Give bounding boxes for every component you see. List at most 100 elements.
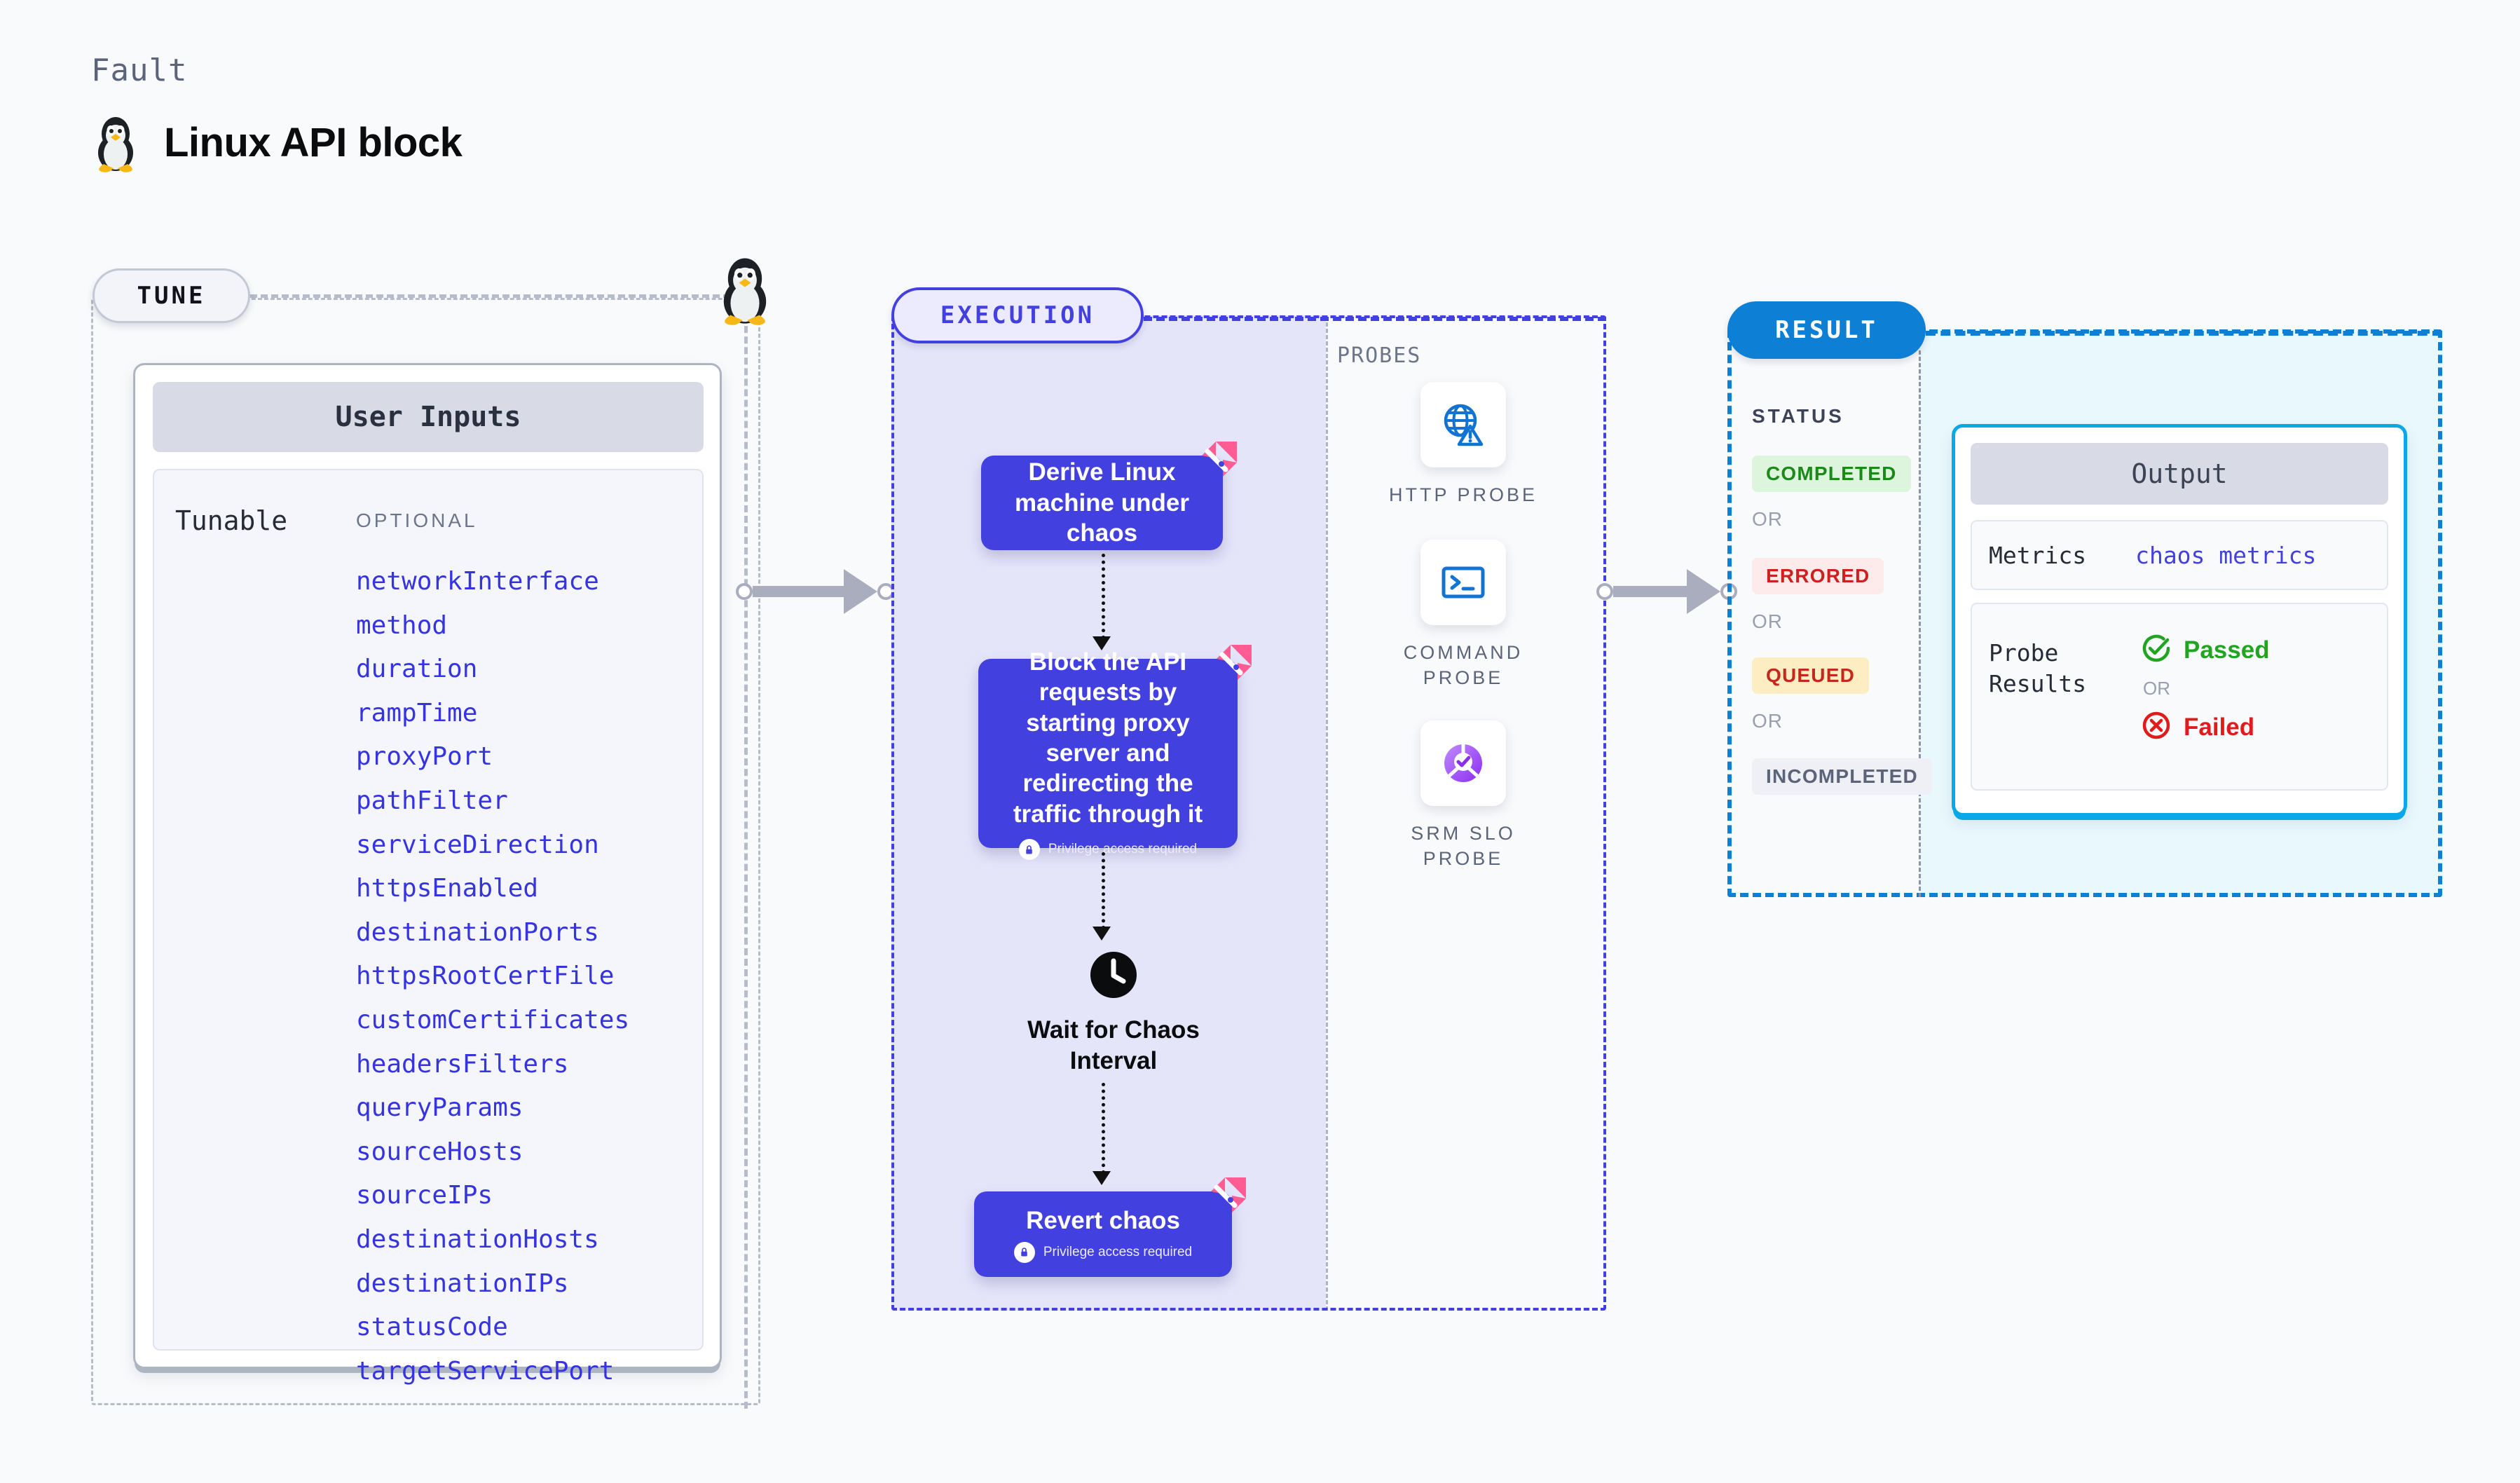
probe-label: COMMAND PROBE xyxy=(1403,642,1523,688)
connector-execution-to-result xyxy=(1596,569,1737,614)
result-chip[interactable]: RESULT xyxy=(1727,301,1926,359)
probe-srm-slo[interactable]: SRM SLO PROBE xyxy=(1379,720,1547,871)
privilege-badge: Privilege access required xyxy=(1018,839,1198,861)
tune-top-dashed-line xyxy=(250,294,741,298)
connector-bar xyxy=(1613,586,1687,597)
tunable-label: Tunable xyxy=(175,505,288,536)
slo-donut-check-icon xyxy=(1420,720,1506,806)
metrics-value[interactable]: chaos metrics xyxy=(2135,541,2317,569)
probe-result-or: OR xyxy=(2143,678,2170,699)
tunable-item[interactable]: destinationIPs xyxy=(356,1269,569,1298)
status-label: STATUS xyxy=(1752,405,1844,427)
user-inputs-card: User Inputs Tunable OPTIONAL networkInte… xyxy=(133,363,722,1386)
result-top-dashed-line xyxy=(1926,331,2442,336)
tunable-item[interactable]: queryParams xyxy=(356,1093,523,1123)
optional-column-label: OPTIONAL xyxy=(356,510,478,531)
metrics-row: Metrics chaos metrics xyxy=(1971,520,2388,590)
connector-start-dot xyxy=(736,583,753,600)
connector-start-dot xyxy=(1596,583,1613,600)
status-badge-completed: COMPLETED xyxy=(1752,456,1911,492)
tunable-item[interactable]: destinationHosts xyxy=(356,1224,599,1254)
status-or-3: OR xyxy=(1752,710,1783,732)
tune-region xyxy=(91,298,760,1405)
flow-arrow-1 xyxy=(1093,636,1111,650)
tunable-item[interactable]: headersFilters xyxy=(356,1049,569,1079)
harness-mark-icon xyxy=(1212,641,1256,684)
probes-panel xyxy=(1326,322,1606,1311)
check-circle-icon xyxy=(2140,632,2172,668)
tunable-item[interactable]: proxyPort xyxy=(356,742,493,772)
tunable-item[interactable]: destinationPorts xyxy=(356,917,599,947)
page-title: Linux API block xyxy=(164,119,463,165)
tune-chip[interactable]: TUNE xyxy=(93,268,250,323)
harness-mark-icon xyxy=(1198,437,1241,481)
tunable-item[interactable]: serviceDirection xyxy=(356,830,599,859)
result-inner-divider xyxy=(1919,350,1921,897)
probes-label: PROBES xyxy=(1337,343,1422,368)
lock-icon xyxy=(1018,839,1040,861)
tunable-item[interactable]: statusCode xyxy=(356,1313,508,1342)
execution-node-derive-machine[interactable]: Derive Linux machine under chaos xyxy=(981,442,1237,550)
tunable-item[interactable]: customCertificates xyxy=(356,1005,630,1034)
tunable-item[interactable]: networkInterface xyxy=(356,567,599,596)
tunable-group: Tunable OPTIONAL networkInterface method d… xyxy=(153,469,704,1386)
user-inputs-title: User Inputs xyxy=(153,382,704,452)
tunable-item[interactable]: duration xyxy=(356,655,478,684)
harness-mark-icon xyxy=(1207,1173,1250,1217)
connector-arrowhead xyxy=(1687,569,1720,614)
connector-arrowhead xyxy=(844,569,877,614)
tunable-item[interactable]: pathFilter xyxy=(356,786,508,815)
privilege-text: Privilege access required xyxy=(1043,1244,1193,1259)
execution-wait-node[interactable]: Wait for Chaos Interval xyxy=(998,950,1229,1077)
tunable-item-list: networkInterface method duration rampTime pr… xyxy=(356,560,690,1393)
probe-passed-label: Passed xyxy=(2184,636,2270,664)
privilege-badge: Privilege access required xyxy=(1013,1241,1193,1263)
clock-icon xyxy=(1088,950,1139,1004)
probe-result-failed: Failed xyxy=(2140,709,2270,745)
connector-tune-to-execution xyxy=(736,569,894,614)
probe-results-values: Passed OR Failed xyxy=(2140,632,2270,745)
tunable-item[interactable]: targetServicePort xyxy=(356,1356,615,1386)
linux-penguin-icon-small xyxy=(715,252,775,329)
execution-node-text: Revert chaos xyxy=(1026,1207,1180,1235)
probe-command[interactable]: COMMAND PROBE xyxy=(1379,540,1547,690)
globe-warning-icon xyxy=(1420,382,1506,467)
x-circle-icon xyxy=(2140,709,2172,745)
flow-arrow-2 xyxy=(1093,927,1111,941)
status-badge-queued: QUEUED xyxy=(1752,657,1869,694)
tunable-item[interactable]: httpsEnabled xyxy=(356,874,539,903)
status-or-2: OR xyxy=(1752,610,1783,632)
probe-http[interactable]: HTTP PROBE xyxy=(1379,382,1547,508)
status-badge-incompleted: INCOMPLETED xyxy=(1752,758,1932,795)
execution-wait-label: Wait for Chaos Interval xyxy=(1027,1016,1200,1075)
tune-vertical-connector xyxy=(744,294,748,1409)
fault-eyebrow-label: Fault xyxy=(91,53,188,88)
status-or-1: OR xyxy=(1752,508,1783,530)
probe-result-passed: Passed xyxy=(2140,632,2270,668)
tunable-item[interactable]: httpsRootCertFile xyxy=(356,962,615,991)
probe-failed-label: Failed xyxy=(2184,713,2255,741)
execution-node-block-api[interactable]: Block the API requests by starting proxy… xyxy=(978,645,1252,861)
connector-bar xyxy=(753,586,844,597)
probe-label: SRM SLO PROBE xyxy=(1411,823,1516,869)
tunable-item[interactable]: sourceHosts xyxy=(356,1137,523,1166)
execution-chip[interactable]: EXECUTION xyxy=(891,287,1144,343)
fault-title-row: Linux API block xyxy=(91,112,463,172)
execution-node-text: Derive Linux machine under chaos xyxy=(1015,458,1189,547)
flow-line-1 xyxy=(1102,554,1105,639)
probe-label: HTTP PROBE xyxy=(1388,484,1538,505)
execution-node-text: Block the API requests by starting proxy… xyxy=(1013,648,1203,828)
flow-arrow-3 xyxy=(1093,1171,1111,1185)
tunable-item[interactable]: sourceIPs xyxy=(356,1181,493,1210)
execution-top-dashed-line xyxy=(1144,317,1606,321)
flow-line-3 xyxy=(1102,1083,1105,1174)
tunable-item[interactable]: rampTime xyxy=(356,698,478,727)
output-title: Output xyxy=(1971,443,2388,505)
execution-node-revert-chaos[interactable]: Revert chaos Privilege access required xyxy=(974,1177,1246,1277)
privilege-text: Privilege access required xyxy=(1048,842,1198,857)
status-badge-errored: ERRORED xyxy=(1752,558,1884,594)
tunable-item[interactable]: method xyxy=(356,610,448,640)
